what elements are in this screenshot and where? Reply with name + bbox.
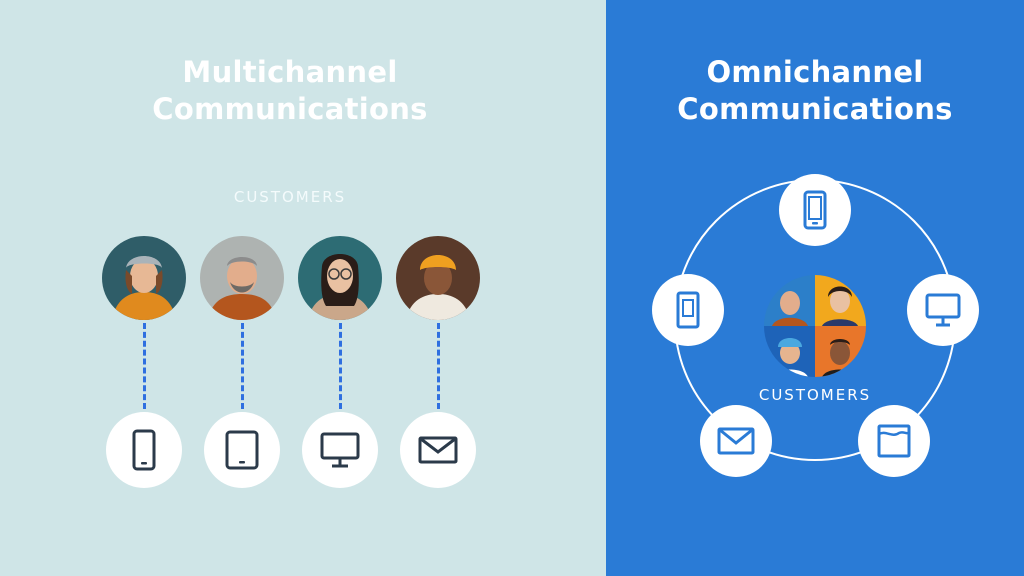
web-browser-icon	[877, 424, 911, 458]
ring-node-desktop	[907, 274, 979, 346]
multichannel-title: Multichannel Communications	[152, 55, 428, 126]
customer-cluster	[764, 275, 866, 377]
connector-line-4	[437, 323, 440, 409]
ring-node-tablet	[652, 274, 724, 346]
channel-tablet	[204, 412, 280, 488]
email-envelope-icon	[717, 427, 755, 455]
connector-line-1	[143, 323, 146, 409]
multichannel-panel: Multichannel Communications CUSTOMERS	[0, 0, 606, 576]
ring-node-web	[858, 405, 930, 477]
customer-avatar-2	[200, 236, 284, 320]
ring-node-email	[700, 405, 772, 477]
tablet-icon	[676, 291, 700, 329]
ring-node-smartphone	[779, 174, 851, 246]
desktop-monitor-icon	[925, 293, 961, 327]
customers-label: CUSTOMERS	[233, 188, 347, 206]
customer-avatar-4	[396, 236, 480, 320]
channel-email	[400, 412, 476, 488]
tablet-icon	[225, 430, 259, 470]
smartphone-icon	[132, 429, 156, 471]
customer-avatar-1	[102, 236, 186, 320]
connector-line-3	[339, 323, 342, 409]
channel-smartphone	[106, 412, 182, 488]
omnichannel-panel: Omnichannel Communications	[606, 0, 1024, 576]
omnichannel-title: Omnichannel Communications	[677, 55, 953, 126]
email-envelope-icon	[418, 436, 458, 464]
smartphone-icon	[803, 190, 827, 230]
customer-avatar-3	[298, 236, 382, 320]
desktop-monitor-icon	[320, 432, 360, 468]
connector-line-2	[241, 323, 244, 409]
channel-desktop	[302, 412, 378, 488]
customers-label: CUSTOMERS	[758, 386, 872, 404]
